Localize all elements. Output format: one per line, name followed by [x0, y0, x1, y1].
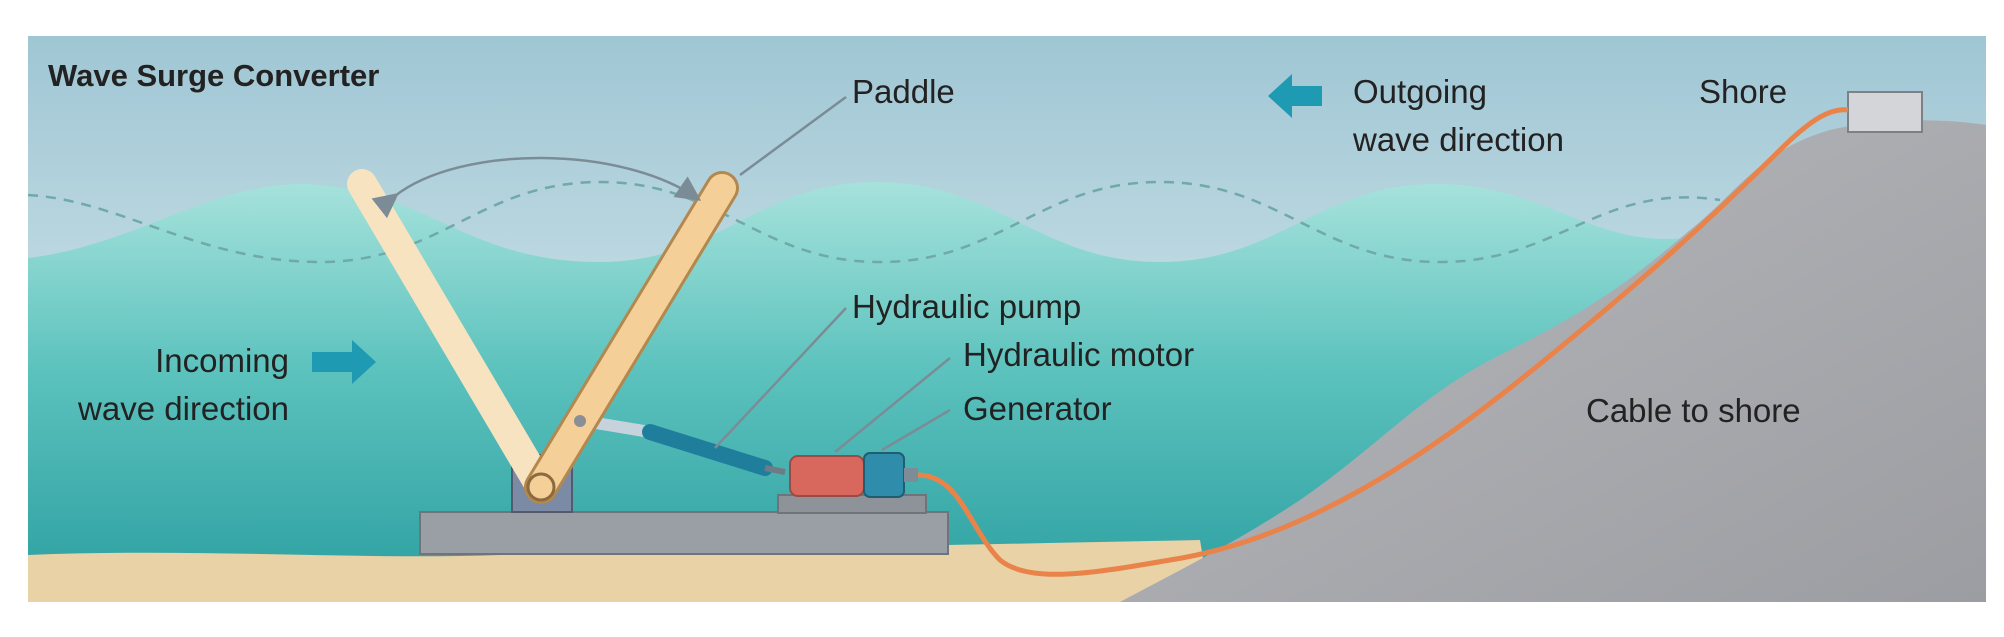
- outgoing-wave-label-line2: wave direction: [1352, 121, 1564, 158]
- incoming-wave-label-line2: wave direction: [77, 390, 289, 427]
- incoming-wave-arrow-icon: [312, 340, 376, 384]
- paddle-label: Paddle: [852, 73, 955, 110]
- paddle-left-position: [347, 169, 556, 502]
- generator: [863, 452, 905, 498]
- diagram-title: Wave Surge Converter: [48, 58, 379, 93]
- paddle-leader: [739, 95, 847, 177]
- foundation-base: [419, 511, 949, 555]
- shore-rock: [1120, 120, 1986, 602]
- power-unit-platform: [777, 494, 927, 514]
- hydraulic-pump-label: Hydraulic pump: [852, 288, 1081, 325]
- paddle-face: [527, 174, 736, 501]
- previous-wave-line: [27, 180, 1721, 264]
- generator-shaft: [904, 468, 918, 482]
- hydraulic-pump-cylinder: [642, 424, 773, 476]
- pump-pivot: [574, 415, 586, 427]
- shore-station: [1847, 91, 1923, 133]
- motor-leader: [834, 357, 951, 453]
- hydraulic-motor-label: Hydraulic motor: [963, 336, 1194, 373]
- outgoing-wave-arrow-icon: [1268, 74, 1322, 118]
- pump-connector: [764, 465, 786, 475]
- paddle-swing-arc: [371, 156, 702, 219]
- sand-seabed: [28, 540, 1210, 602]
- hydraulic-motor: [789, 455, 865, 497]
- cable-to-shore: [917, 107, 1849, 577]
- paddle-hinge: [526, 472, 556, 502]
- cable-to-shore-label: Cable to shore: [1586, 392, 1801, 429]
- generator-leader: [881, 408, 951, 452]
- pump-leader: [714, 307, 847, 449]
- water-body: [28, 181, 1720, 603]
- outgoing-wave-label-line1: Outgoing: [1353, 73, 1487, 110]
- generator-label: Generator: [963, 390, 1112, 427]
- shore-label: Shore: [1699, 73, 1787, 110]
- incoming-wave-label-line1: Incoming: [155, 342, 289, 379]
